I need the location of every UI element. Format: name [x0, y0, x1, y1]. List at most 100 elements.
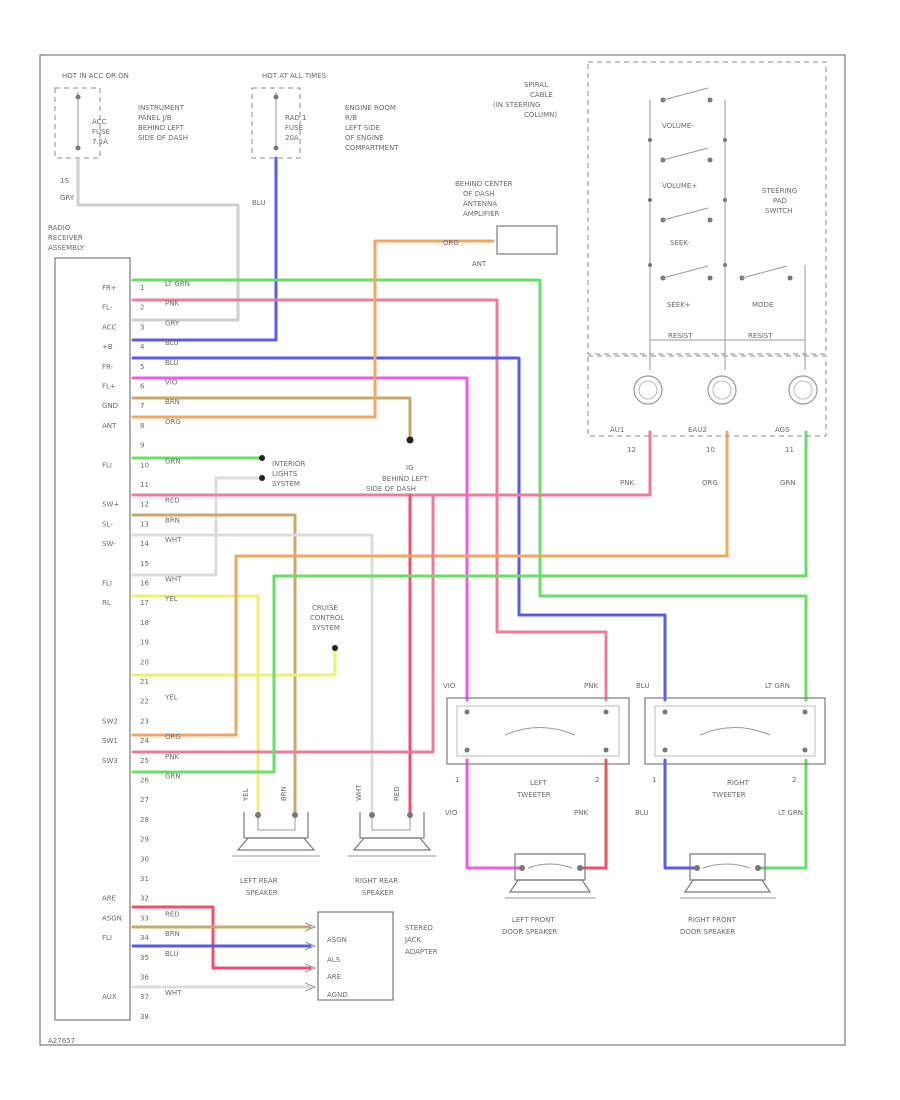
radio-pin-number: 25	[140, 757, 149, 765]
radio-wire-color-label: BLU	[165, 359, 178, 367]
radio-pin-number: 12	[140, 501, 149, 509]
radio-pin-number: 18	[140, 619, 149, 627]
radio-title-line2: RECEIVER	[48, 234, 83, 242]
radio-wire-color-label: GRY	[165, 319, 180, 327]
antenna-ant-label: ANT	[472, 260, 487, 268]
terminal-number-3: 11	[785, 446, 794, 454]
steering-switch-box	[587, 61, 827, 355]
switch-volume-minus: VOLUME-	[660, 87, 713, 130]
radio-pin-number: 15	[140, 560, 149, 568]
ground-point: IG BEHIND LEFT SIDE OF DASH	[366, 436, 429, 493]
radio-wire-color-label: BRN	[165, 398, 180, 406]
ground-dot	[406, 436, 414, 444]
rad-fuse-rating: 20A	[285, 134, 299, 142]
radio-pin-name: ASGN	[102, 914, 122, 922]
spiral-terminal-1: AU1	[610, 375, 663, 434]
jack-name-line2: JACK	[404, 936, 421, 944]
wire-yel-lr	[131, 594, 260, 817]
rad-location-line2: R/B	[345, 114, 357, 122]
radio-pin-number: 31	[140, 875, 149, 883]
radio-pin-number: 17	[140, 599, 149, 607]
left-tweeter-pin1: 1	[455, 776, 459, 784]
acc-fuse-name: ACC	[92, 118, 107, 126]
right-front-door-speaker: RIGHT FRONT DOOR SPEAKER	[680, 853, 776, 936]
jack-pin-agnd: AGND	[327, 991, 348, 999]
wire-red-jack	[131, 905, 312, 970]
radio-pin-number: 35	[140, 954, 149, 962]
radio-pin-number: 4	[140, 343, 145, 351]
radio-pin-number: 34	[140, 934, 149, 942]
acc-location-line1: INSTRUMENT	[138, 104, 185, 112]
left-tweeter-top-right-wire: PNK	[584, 682, 598, 690]
radio-wire-color-label: BLU	[165, 950, 178, 958]
radio-pin-number: 11	[140, 481, 149, 489]
cruise-line3: SYSTEM	[312, 624, 340, 632]
radio-pin-number: 22	[140, 698, 149, 706]
left-tweeter: VIO PNK 1 2 LEFT TWEETER VIO PNK	[443, 682, 630, 817]
spiral-line4: COLUMN)	[524, 111, 557, 119]
wire-gry-acc	[76, 156, 240, 322]
resistor-label-right: RESIST	[748, 332, 773, 340]
wire-grn-rf	[758, 758, 808, 870]
spiral-line1: SPIRAL	[524, 81, 548, 89]
fuse-block-rad: HOT AT ALL TIMES RAD 1 FUSE 20A ENGINE R…	[251, 72, 399, 207]
antenna-location-line2: OF DASH	[463, 190, 495, 198]
cruise-line1: CRUISE	[312, 604, 338, 612]
right-rear-name-line2: SPEAKER	[362, 889, 394, 897]
radio-pin-number: 24	[140, 737, 149, 745]
acc-location-line3: BEHIND LEFT	[138, 124, 185, 132]
spiral-line3: (IN STEERING	[493, 101, 540, 109]
radio-wire-color-label: ORG	[165, 418, 181, 426]
wire-grn-sw3	[131, 430, 808, 774]
radio-pin-number: 26	[140, 777, 149, 785]
radio-wire-color-label: YEL	[164, 595, 178, 603]
wire-wht-rr	[131, 533, 374, 817]
rad-location-line5: COMPARTMENT	[345, 144, 399, 152]
ground-id: IG	[406, 464, 414, 472]
interior-lights-line2: LIGHTS	[272, 470, 298, 478]
right-tweeter-name-line2: TWEETER	[711, 791, 746, 799]
radio-pin-name: SW-	[102, 540, 116, 548]
interior-lights-system: INTERIOR LIGHTS SYSTEM	[259, 455, 305, 488]
radio-wire-color-label: RED	[165, 910, 180, 918]
wire-org-sw2	[131, 430, 729, 737]
right-tweeter-pin1: 1	[652, 776, 656, 784]
switch-name-line1: STEERING	[762, 187, 797, 195]
radio-wire-labels: LT GRNPNKGRYBLUBLUVIOBRNORGGRNREDBRNWHTW…	[164, 280, 190, 997]
radio-pin-number: 33	[140, 914, 149, 922]
rad-location-line1: ENGINE ROOM	[345, 104, 396, 112]
radio-wire-color-label: WHT	[165, 536, 182, 544]
rr-wire-wht: WHT	[355, 784, 363, 801]
radio-wire-color-label: BRN	[165, 930, 180, 938]
rad-fuse-type: FUSE	[285, 124, 303, 132]
switch-name-line3: SWITCH	[765, 207, 792, 215]
right-rear-name-line1: RIGHT REAR	[355, 877, 398, 885]
left-tweeter-pin2: 2	[595, 776, 599, 784]
radio-pin-name: FL-	[102, 304, 113, 312]
wire-pnk-lf	[580, 758, 608, 870]
radio-pin-number: 29	[140, 836, 149, 844]
radio-pin-name: FL+	[102, 383, 116, 391]
radio-pin-name: FLI	[102, 461, 112, 469]
switch-label-mode: MODE	[752, 301, 773, 309]
switch-seek-minus: SEEK-	[660, 207, 713, 247]
wire-pnk-fl	[131, 298, 608, 702]
fuse-block-acc: HOT IN ACC OR ON ACC FUSE 7.5A INSTRUMEN…	[54, 72, 188, 202]
radio-pin-number: 13	[140, 520, 149, 528]
radio-wire-color-label: GRN	[165, 773, 181, 781]
radio-title-line1: RADIO	[48, 224, 71, 232]
lr-wire-brn: BRN	[280, 786, 288, 801]
radio-wire-color-label: BRN	[165, 516, 180, 524]
radio-pin-name: FLI	[102, 580, 112, 588]
radio-pin-number: 7	[140, 402, 144, 410]
wire-pnk-sw1	[131, 493, 435, 754]
radio-pin-number: 16	[140, 580, 149, 588]
left-tweeter-name-line2: TWEETER	[516, 791, 551, 799]
radio-wire-color-label: WHT	[165, 989, 182, 997]
radio-pin-number: 14	[140, 540, 149, 548]
left-rear-name-line2: SPEAKER	[246, 889, 278, 897]
right-front-name-line1: RIGHT FRONT	[688, 916, 737, 924]
resistor-label-left: RESIST	[668, 332, 693, 340]
radio-title-line3: ASSEMBLY	[48, 244, 85, 252]
cruise-control-system: CRUISE CONTROL SYSTEM	[310, 604, 344, 651]
